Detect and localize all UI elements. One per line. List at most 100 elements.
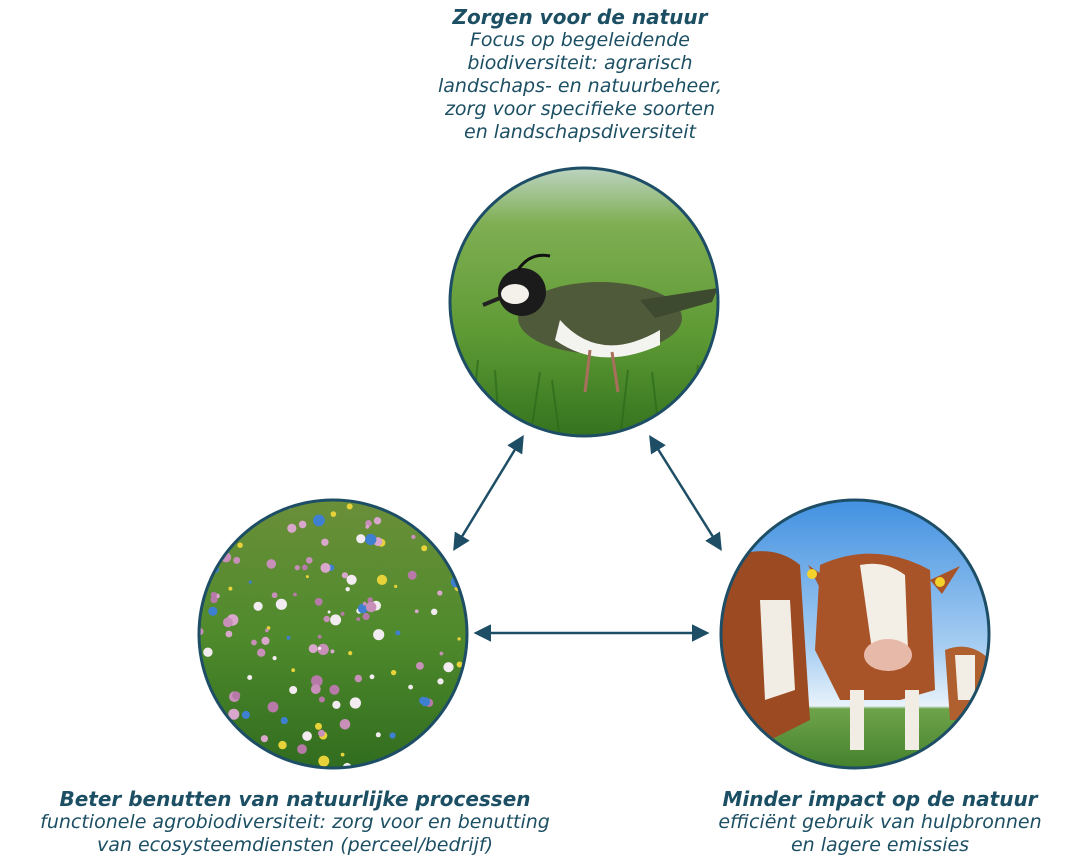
flower-dot <box>320 562 331 573</box>
flower-dot <box>367 597 374 603</box>
flower-dot <box>266 559 277 569</box>
flower-dot <box>314 597 323 606</box>
flower-dot <box>289 686 298 694</box>
flower-dot <box>408 684 413 690</box>
flower-dot <box>199 759 206 768</box>
flower-dot <box>455 709 467 722</box>
cows-photo <box>721 500 989 768</box>
flower-dot <box>228 708 240 720</box>
flower-dot <box>205 706 218 719</box>
flower-dot <box>431 608 438 615</box>
arrow-top-left <box>453 435 524 551</box>
flower-dot <box>349 697 361 709</box>
flower-dot <box>272 656 277 661</box>
flower-dot <box>339 719 351 730</box>
arrow-top-right <box>649 435 722 551</box>
flower-dot <box>346 574 357 585</box>
top-caption-line: en landschapsdiversiteit <box>464 121 696 143</box>
flower-dot <box>267 701 279 713</box>
flower-dot <box>445 727 456 738</box>
flower-dot <box>340 752 345 757</box>
flower-dot <box>298 520 307 529</box>
flower-dot <box>278 740 287 750</box>
flower-dot <box>356 617 361 621</box>
flower-dot <box>390 669 397 676</box>
left-photo-ring <box>197 498 469 770</box>
flower-dot <box>201 537 212 547</box>
flower-dot <box>345 587 350 592</box>
flower-dot <box>306 557 313 564</box>
flower-dot <box>407 570 417 580</box>
flower-dot <box>317 634 322 639</box>
flower-dot <box>203 647 213 657</box>
flower-dot <box>210 596 218 604</box>
flower-dot <box>418 760 429 768</box>
flower-dot <box>411 534 416 540</box>
flower-dot <box>369 674 375 680</box>
flower-dot <box>346 503 353 510</box>
flower-dot <box>329 684 340 695</box>
flower-dot <box>443 662 454 673</box>
flower-dot <box>437 590 443 596</box>
flower-dot <box>458 738 464 744</box>
flower-dot <box>225 630 233 638</box>
flower-dot <box>327 610 331 614</box>
flower-dot <box>287 523 297 533</box>
flower-dot <box>348 651 353 656</box>
flower-dot <box>332 700 341 709</box>
flower-dot <box>395 630 401 636</box>
flower-dot <box>301 564 308 571</box>
flower-dot <box>439 651 444 656</box>
flower-dot <box>420 697 431 707</box>
flower-dot <box>318 696 325 703</box>
lapwing-photo <box>450 168 718 436</box>
flower-dot <box>219 536 225 541</box>
flower-dot <box>311 675 323 687</box>
flower-dot <box>305 575 309 579</box>
flower-dot <box>356 534 366 544</box>
flower-dot <box>280 717 288 725</box>
flower-dot <box>218 736 223 740</box>
flower-dot <box>365 533 377 546</box>
flower-dot <box>373 517 382 525</box>
flower-dot <box>275 598 287 610</box>
flower-dot <box>261 636 270 646</box>
flower-dot <box>365 520 372 527</box>
top-caption-line: biodiversiteit: agrarisch <box>467 52 693 74</box>
flower-dot <box>389 732 396 739</box>
meadow-photo <box>199 500 467 771</box>
flower-dot <box>247 675 253 680</box>
flower-dot <box>241 507 254 520</box>
flower-dot <box>208 606 218 616</box>
flower-dot <box>375 500 379 504</box>
left-caption-line: van ecosysteemdiensten (perceel/bedrijf) <box>96 834 494 856</box>
flower-dot <box>242 762 250 768</box>
flower-dot <box>318 755 330 767</box>
flower-dot <box>462 500 467 504</box>
flower-dot <box>232 691 241 700</box>
flower-dot <box>278 768 281 771</box>
flower-dot <box>257 648 266 657</box>
flower-dot <box>340 611 345 616</box>
flower-dot <box>315 722 322 730</box>
flower-dot <box>293 592 297 597</box>
flower-dot <box>375 732 381 738</box>
flower-dot <box>357 603 368 614</box>
flower-dot <box>453 500 460 504</box>
flower-dot <box>286 635 291 640</box>
flower-dot <box>262 753 268 759</box>
flower-dot <box>318 729 325 737</box>
flower-dot <box>308 644 318 654</box>
flower-dot <box>376 574 388 586</box>
flower-dot <box>239 500 251 507</box>
right-caption-line: efficiënt gebruik van hulpbronnen <box>718 811 1042 833</box>
right-photo-ring <box>719 498 991 770</box>
top-caption-line: zorg voor specifieke soorten <box>444 98 716 120</box>
flower-dot <box>437 678 444 685</box>
flower-dot <box>260 735 268 743</box>
flower-dot <box>362 601 367 606</box>
flower-dot <box>228 586 233 591</box>
left-caption-title: Beter benutten van natuurlijke processen <box>59 787 531 811</box>
flower-dot <box>341 572 348 579</box>
